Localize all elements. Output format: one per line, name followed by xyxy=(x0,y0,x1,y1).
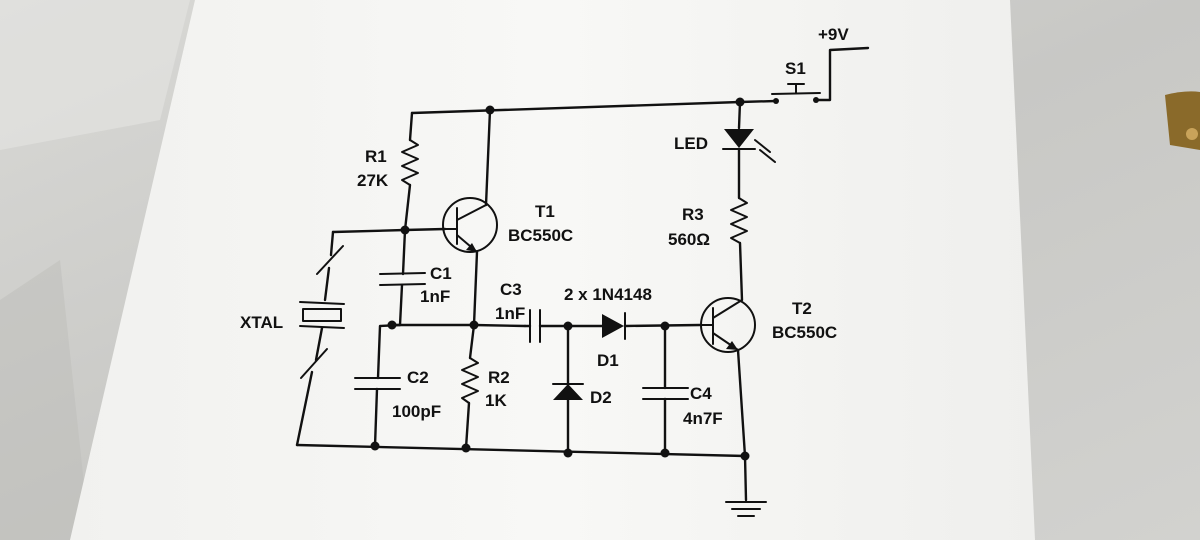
c2-bottom-wire xyxy=(373,387,379,448)
s1-label: S1 xyxy=(785,59,806,78)
t2-part-label: BC550C xyxy=(772,323,837,342)
table-highlight xyxy=(0,0,190,150)
c1-value-label: 1nF xyxy=(420,287,450,306)
t1-part-label: BC550C xyxy=(508,226,573,245)
switch-to-supply-wire xyxy=(814,46,870,102)
r2-value-label: 1K xyxy=(485,391,507,410)
led-triangle xyxy=(724,129,754,148)
xtal-upper-lead xyxy=(323,266,331,302)
led-ray-1 xyxy=(754,139,771,153)
xtal-bottom-wire xyxy=(295,370,314,447)
c2-value-label: 100pF xyxy=(392,402,441,421)
pcb-pad xyxy=(1186,128,1198,140)
paper-sheet xyxy=(70,0,1035,540)
c2-ref-label: C2 xyxy=(407,368,429,387)
r2-top-wire xyxy=(468,323,476,360)
xtal-top-wire xyxy=(329,230,335,257)
junction-dot xyxy=(461,443,471,453)
circuit-schematic: +9V S1 LED R3 560Ω R1 27K T1 BC550C C1 1… xyxy=(240,25,870,517)
r2-resistor xyxy=(461,357,479,404)
pcb-corner xyxy=(1165,91,1200,150)
t1-emitter-wire xyxy=(472,250,479,327)
t2-ref-label: T2 xyxy=(792,299,812,318)
c3-value-label: 1nF xyxy=(495,304,525,323)
t1-collector-wire xyxy=(484,108,492,207)
c4-ref-label: C4 xyxy=(690,384,712,403)
t2-emitter-arrow xyxy=(726,341,738,350)
d1-diode-triangle xyxy=(602,314,624,338)
t2-collector-lead xyxy=(712,299,743,319)
t1-collector-lead xyxy=(456,204,487,221)
top-rail-wire xyxy=(410,100,742,115)
rail-to-switch-wire xyxy=(738,99,778,104)
led-label: LED xyxy=(674,134,708,153)
junction-dot xyxy=(387,320,397,330)
c4-value-label: 4n7F xyxy=(683,409,723,428)
r3-to-t2-wire xyxy=(738,241,744,302)
xtal-upper-slash xyxy=(316,245,344,275)
r2-ref-label: R2 xyxy=(488,368,510,387)
d2-label: D2 xyxy=(590,388,612,407)
xtal-lower-lead xyxy=(314,326,324,362)
led-ray-2 xyxy=(759,149,776,163)
t1-transistor-body xyxy=(442,197,498,253)
middle-node-wire xyxy=(390,323,527,328)
xtal-crystal-body xyxy=(302,308,342,322)
junction-dot xyxy=(660,448,670,458)
ground-wire xyxy=(743,454,748,502)
c1-bottom-wire xyxy=(398,283,404,327)
junction-dot xyxy=(740,451,750,461)
c1-top-wire xyxy=(401,228,407,276)
diode-part-label: 2 x 1N4148 xyxy=(564,285,652,304)
s1-contact-left xyxy=(773,98,779,104)
r3-ref-label: R3 xyxy=(682,205,704,224)
xtal-lower-slash xyxy=(300,348,328,379)
c1-plate-top xyxy=(379,272,426,275)
junction-dot xyxy=(735,97,745,107)
c1-ref-label: C1 xyxy=(430,264,452,283)
r1-resistor xyxy=(401,139,419,186)
d2-diode-triangle xyxy=(553,384,583,400)
r2-bottom-wire xyxy=(464,401,471,450)
xtal-plate-top xyxy=(299,301,345,305)
r3-resistor xyxy=(730,197,748,244)
junction-dot xyxy=(563,321,573,331)
table-shadow xyxy=(0,260,90,540)
xtal-label: XTAL xyxy=(240,313,283,332)
supply-label: +9V xyxy=(818,25,849,44)
r1-top-wire xyxy=(408,111,414,142)
junction-dot xyxy=(469,320,479,330)
s1-contact-right xyxy=(813,97,819,103)
c3-ref-label: C3 xyxy=(500,280,522,299)
t1-ref-label: T1 xyxy=(535,202,555,221)
d1-label: D1 xyxy=(597,351,619,370)
r1-value-label: 27K xyxy=(357,171,389,190)
junction-dot xyxy=(485,105,495,115)
r3-value-label: 560Ω xyxy=(668,230,710,249)
junction-dot xyxy=(660,321,670,331)
junction-dot xyxy=(370,441,380,451)
t1-emitter-arrow xyxy=(466,243,477,252)
junction-dot xyxy=(563,448,573,458)
t2-emitter-wire xyxy=(736,348,747,458)
r1-bottom-wire xyxy=(403,183,412,232)
r1-ref-label: R1 xyxy=(365,147,387,166)
junction-dot xyxy=(400,225,410,235)
